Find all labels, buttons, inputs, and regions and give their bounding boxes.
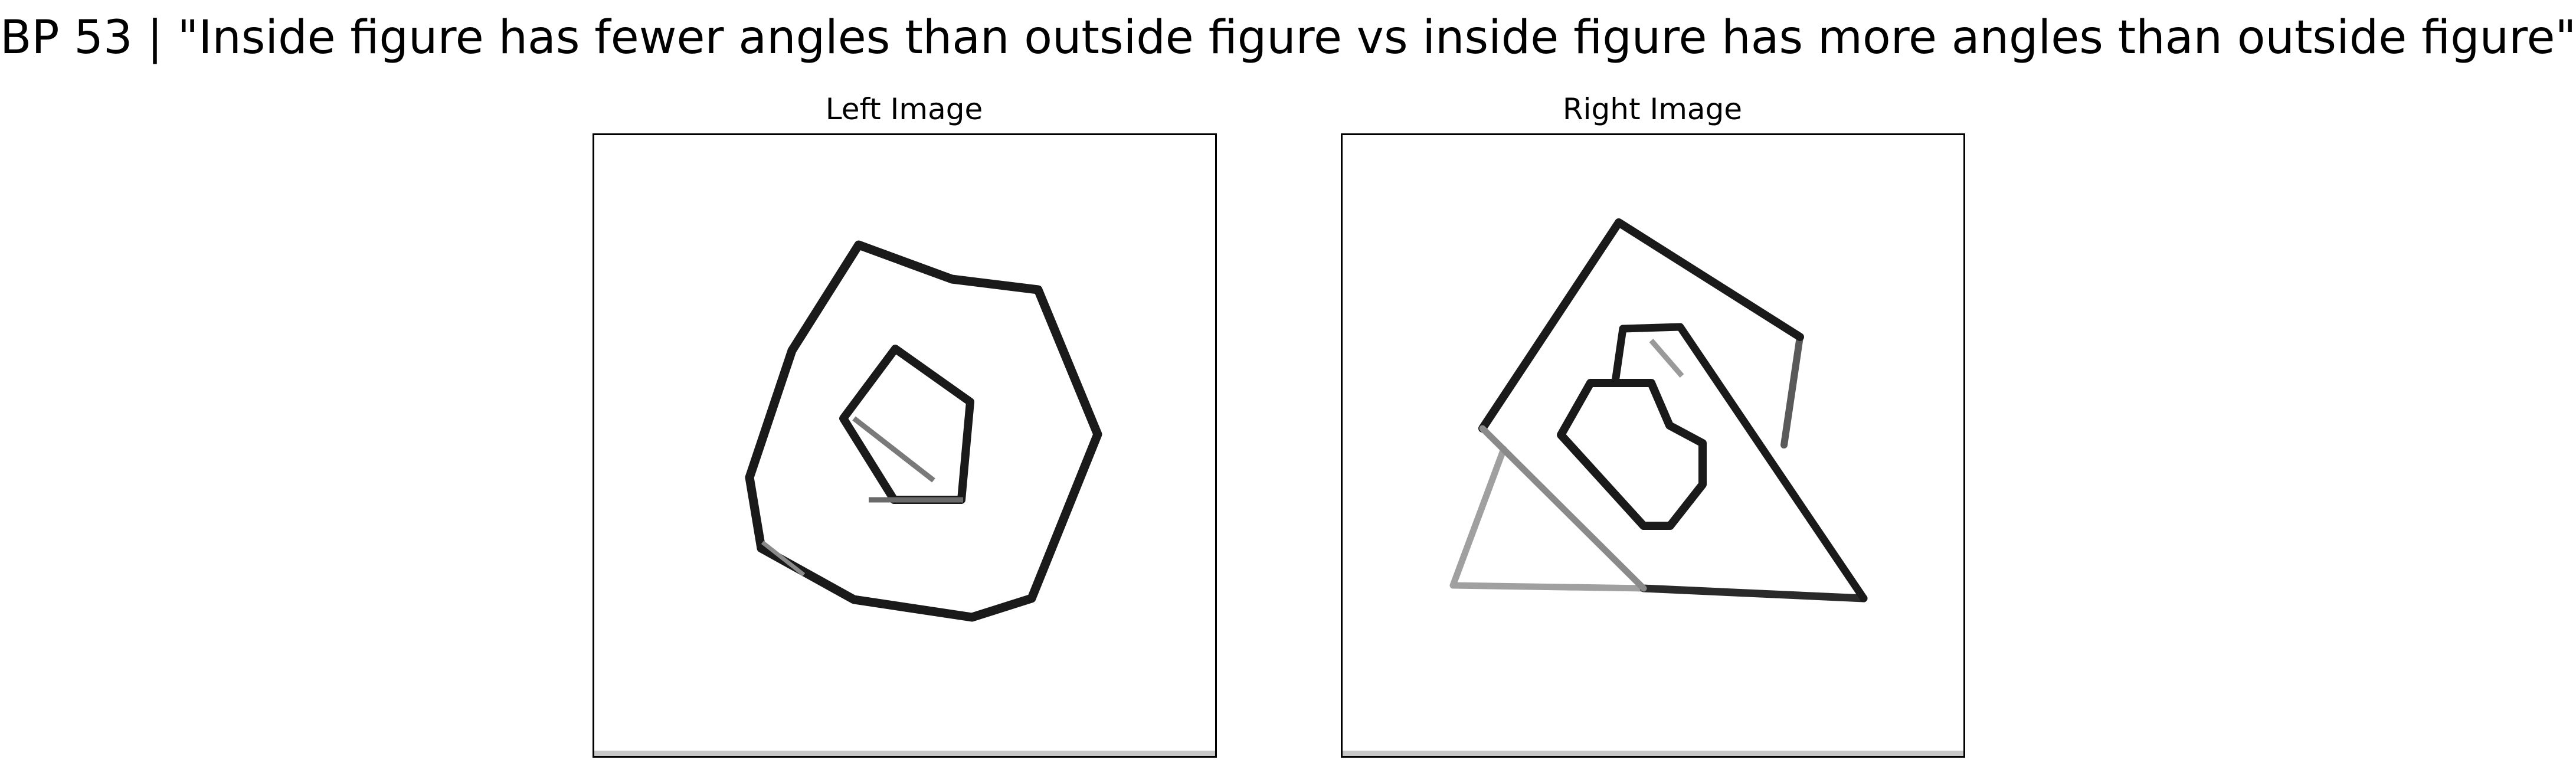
right-upper-left-stroke <box>1611 328 1627 382</box>
right-image-drawing <box>1449 218 1868 603</box>
left-outer-smudge <box>761 541 806 577</box>
left-inner-diagonal <box>852 416 935 483</box>
right-outer-left-diagonal <box>1479 425 1647 592</box>
right-panel-bottom-edge <box>1343 751 1963 756</box>
left-image-panel <box>593 133 1217 758</box>
right-inner-polygon <box>1557 379 1707 530</box>
right-outer-upper-edge <box>1478 218 1804 433</box>
left-image-drawing <box>745 240 1102 622</box>
right-triangle-hypotenuse <box>1619 323 1868 603</box>
right-panel-title: Right Image <box>1562 92 1743 126</box>
figure-title: BP 53 | "Inside figure has fewer angles … <box>0 11 2576 64</box>
right-outer-base-dark <box>1639 584 1868 603</box>
left-panel-bottom-edge <box>594 751 1215 756</box>
right-inner-light-stroke <box>1649 339 1684 378</box>
left-panel-title: Left Image <box>825 92 983 126</box>
right-outer-shape <box>1780 333 1803 448</box>
right-image-panel <box>1341 133 1965 758</box>
left-outer-polygon <box>745 240 1102 622</box>
